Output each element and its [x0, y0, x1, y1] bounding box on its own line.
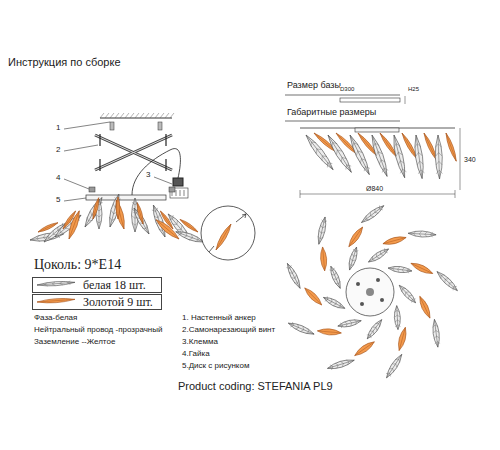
section-heading: Размер базы	[287, 81, 341, 91]
gold-leaf	[116, 197, 120, 219]
wiring-note: Нейтральный провод -прозрачный	[34, 326, 163, 335]
legend-text: Золотой 9 шт.	[79, 295, 157, 310]
gold-leaf	[396, 327, 408, 352]
callout-number: 3	[146, 171, 150, 180]
gold-leaf	[382, 235, 407, 247]
callout-number: 5	[56, 196, 60, 205]
wiring-note: Фаза-белая	[34, 314, 77, 323]
white-leaf	[435, 269, 460, 292]
white-leaf	[325, 133, 354, 174]
gold-leaf	[444, 132, 458, 162]
white-leaf	[322, 295, 346, 311]
white-leaf	[413, 135, 426, 180]
white-leaf	[82, 196, 105, 229]
white-leaf	[388, 265, 413, 274]
white-leaf-sample	[33, 278, 79, 292]
white-leaf	[397, 283, 418, 305]
side-view	[300, 128, 460, 198]
leader-line	[154, 177, 172, 184]
white-leaf	[175, 229, 205, 245]
white-leaf	[347, 133, 373, 176]
white-leaf	[394, 305, 401, 329]
leader-line	[64, 198, 86, 201]
white-leaf	[328, 265, 343, 289]
part-name: 1. Настенный анкер	[182, 314, 256, 323]
gold-leaf	[179, 218, 199, 233]
white-leaf	[408, 230, 436, 237]
gold-leaf	[37, 297, 75, 304]
gold-leaf	[62, 210, 77, 230]
callout-number: 4	[56, 174, 60, 183]
white-leaf	[360, 203, 386, 225]
white-leaf	[285, 262, 303, 290]
white-leaf	[37, 280, 75, 287]
wiring-note: Заземление --Желтое	[34, 338, 115, 347]
white-leaf	[287, 320, 315, 336]
dimension: 340	[464, 156, 476, 164]
part-name: 4.Гайка	[182, 350, 210, 359]
part-name: 3.Клемма	[182, 338, 218, 347]
white-leaf	[367, 246, 390, 264]
white-leaf	[431, 319, 440, 348]
product-code: Product coding: STEFANIA PL9	[178, 380, 333, 392]
part-name: 2.Самонарезающий винт	[182, 326, 275, 335]
gold-leaf	[317, 328, 341, 336]
leader-line	[64, 145, 98, 151]
base-size-drawing	[285, 95, 405, 121]
white-leaf	[435, 135, 444, 179]
gold-leaf	[320, 247, 328, 271]
gold-leaf	[214, 223, 233, 251]
gold-leaf	[303, 286, 324, 307]
gold-leaf	[417, 295, 433, 319]
white-leaf	[365, 318, 384, 341]
assembly-drawing	[29, 113, 255, 260]
gold-leaf	[91, 197, 100, 219]
page-title: Инструкция по сборке	[8, 56, 121, 68]
gold-leaf	[346, 225, 365, 248]
dimension: D300	[340, 86, 354, 93]
leader-line	[64, 179, 89, 189]
gold-leaf	[353, 339, 376, 358]
part-name: 5.Диск с рисунком	[182, 362, 249, 371]
white-leaf	[327, 357, 356, 371]
dimension: Ø840	[366, 185, 383, 193]
white-leaf	[316, 216, 328, 245]
white-leaf	[347, 246, 360, 271]
gold-leaf	[136, 202, 145, 224]
dimension: H25	[408, 86, 419, 93]
section-heading: Габаритные размеры	[287, 108, 376, 118]
white-leaf	[337, 318, 362, 329]
gold-leaf	[410, 261, 434, 277]
leader-line	[64, 122, 110, 129]
socket-spec: Цоколь: 9*E14	[34, 257, 121, 272]
gold-leaf-sample	[33, 295, 79, 309]
legend-text: белая 18 шт.	[79, 278, 150, 293]
white-leaf	[384, 353, 404, 380]
top-view	[285, 203, 460, 379]
callout-number: 1	[56, 124, 60, 133]
gold-leaf	[37, 221, 58, 233]
gold-leaf	[113, 199, 127, 230]
leaf-count-row: Золотой 9 шт.	[32, 294, 162, 310]
leaf-count-row: белая 18 шт.	[32, 277, 162, 293]
callout-number: 2	[56, 146, 60, 155]
